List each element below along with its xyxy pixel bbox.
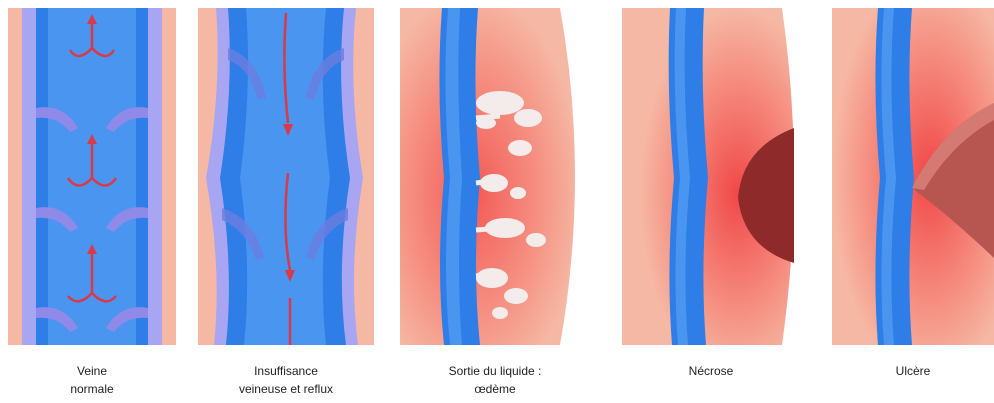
caption-ulcer: Ulcère — [832, 362, 994, 380]
caption-edema: Sortie du liquide : œdème — [400, 362, 590, 398]
panel-ulcer — [832, 8, 994, 345]
caption-normal-vein: Veine normale — [8, 362, 176, 398]
panel-venous-insufficiency — [198, 8, 374, 345]
necrosis-illustration — [622, 8, 800, 345]
normal-vein-illustration — [8, 8, 176, 345]
panel-necrosis — [622, 8, 800, 345]
caption-necrosis: Nécrose — [622, 362, 800, 380]
venous-insufficiency-illustration — [198, 8, 374, 345]
ulcer-illustration — [832, 8, 994, 345]
panel-normal-vein — [8, 8, 176, 345]
panel-edema — [400, 8, 582, 345]
edema-illustration — [400, 8, 582, 345]
caption-venous-insufficiency: Insuffisance veineuse et reflux — [198, 362, 374, 398]
